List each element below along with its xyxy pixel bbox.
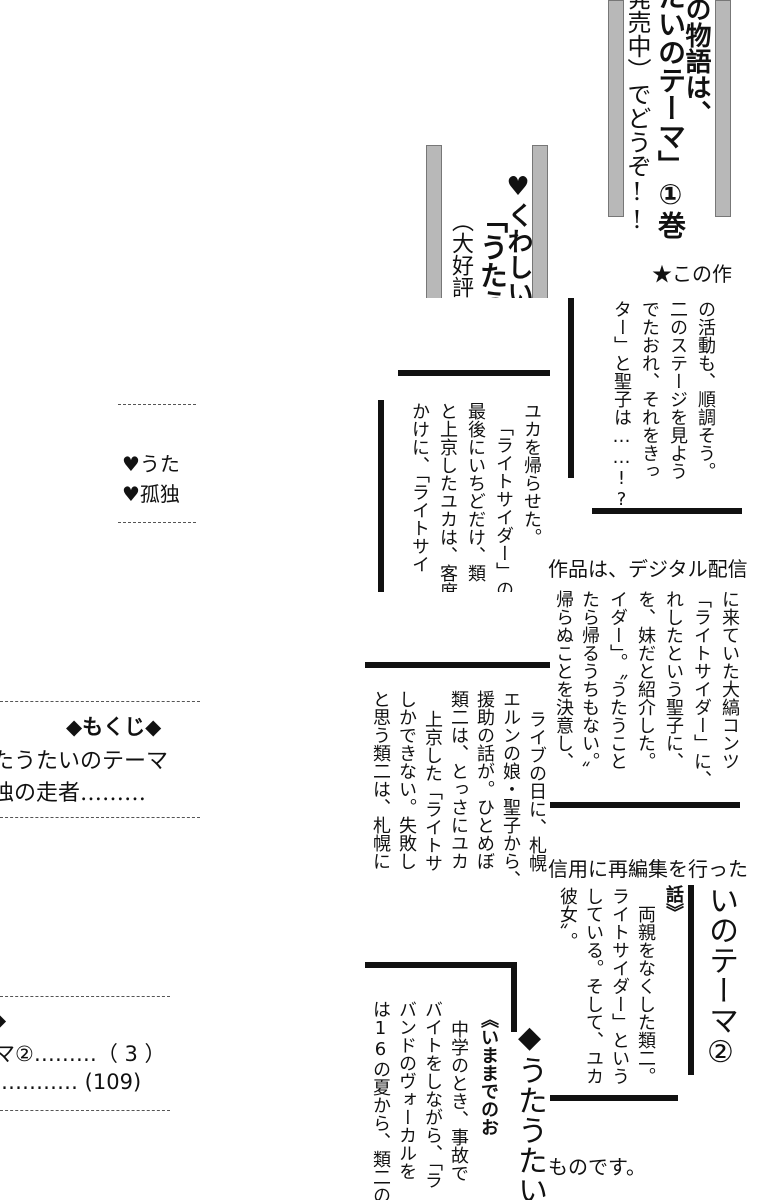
story-column: バンドのヴォーカルを	[396, 1000, 417, 1180]
contents-fragment-2: ◆もくじ◆ たうたいのテーマ 独の走者………	[0, 695, 200, 825]
digital-note-1: 作品は、デジタル配信	[548, 545, 748, 585]
panel-border	[378, 400, 384, 592]
release-note: （大好評発売中）でどうぞ!!	[623, 0, 651, 234]
panel-border	[398, 370, 550, 376]
story-column: ライトサイダー」という	[609, 887, 630, 1085]
manga-panel-f: ◆うたうたい 《いままでのお 中学のとき、事故で バイトをしながら、「ラ バンド…	[365, 950, 550, 1200]
manga-panel-c: に来ていた大縞コンツ 「ライトサイダー」に、 れしたという聖子に、 を、妹だと紹…	[548, 588, 740, 810]
manga-panel-b: ユカを帰らせた。 「ライトサイダー」の 最後にいちどだけ、類 と上京したユカは、…	[378, 370, 550, 592]
chapter-title: ◆うたうたい	[512, 1020, 547, 1200]
summary-tag: 《いままでのお	[478, 1010, 499, 1136]
star-note: ★この作	[652, 262, 732, 286]
manga-panel-e: いのテーマ② 話》 両親をなくした類二。 ライトサイダー」という している。そし…	[548, 885, 740, 1110]
grey-bar	[532, 145, 548, 298]
story-column: と思う類二は、札幌に	[370, 690, 391, 870]
story-column: でたおれ、それをきっ	[639, 300, 660, 480]
story-column: と上京したユカは、客席	[437, 402, 458, 592]
divider	[0, 996, 170, 997]
note-text: ものです。	[548, 1155, 646, 1179]
contents-fragment-3: ◆ マ②………（ 3 ） ………… (109)	[0, 990, 170, 1120]
manga-panel-a: の活動も、順調そう。 二のステージを見よう でたおれ、それをきっ ター」と聖子は…	[552, 298, 742, 518]
story-column: 両親をなくした類二。	[635, 905, 656, 1085]
panel-border	[592, 508, 742, 514]
manga-panel-d: ライブの日に、札幌 エルンの娘・聖子から、 援助の話が。ひとめぼ 類二は、とっさ…	[365, 660, 550, 888]
grey-bar	[426, 145, 442, 298]
story-column: れしたという聖子に、	[663, 590, 684, 770]
heart-paren: （大好評発売中）	[448, 210, 473, 298]
story-column: 「ライトサイダー」の	[493, 418, 514, 592]
divider	[0, 817, 200, 818]
story-column: 類二は、とっさにユカ	[448, 690, 469, 870]
divider	[0, 701, 200, 702]
contents-fragment-1: ♥うた ♥孤独	[118, 398, 196, 530]
contents-row: マ②………（ 3 ）	[0, 1042, 166, 1066]
contents-row: 独の走者………	[0, 781, 147, 806]
story-column: かけに、「ライトサイ	[409, 402, 430, 573]
story-column: 最後にいちどだけ、類	[465, 402, 486, 582]
contents-row: ………… (109)	[0, 1070, 142, 1094]
story-column: エルンの娘・聖子から、	[500, 690, 521, 888]
contents-item: ♥孤独	[122, 482, 180, 506]
story-column: は16の夏から、類二の	[370, 1000, 391, 1200]
top-strip: この物語は、 「うたうたいのテーマ」①巻 （大好評発売中）でどうぞ!! ♥くわし…	[420, 0, 740, 298]
story-column: に来ていた大縞コンツ	[719, 590, 740, 770]
note-text: 信用に再編集を行った	[548, 857, 748, 881]
story-column: 彼女〟。	[557, 887, 578, 950]
panel-border	[548, 1095, 678, 1101]
story-column: しかできない。失敗し	[396, 690, 417, 870]
panel-border	[511, 962, 517, 1032]
chapter-title: いのテーマ②	[703, 885, 738, 1070]
summary-tag: 話》	[663, 885, 684, 921]
story-column: たら帰るうちもない。〟	[579, 590, 600, 779]
story-column: 上京した「ライトサ	[422, 710, 443, 872]
story-column: 「ライトサイダー」に、	[691, 590, 712, 788]
heart-title: 「うたうたいのテーマ」	[472, 205, 512, 298]
story-column: 帰らぬことを決意し、	[553, 590, 574, 770]
story-column: している。そして、ユカ	[583, 887, 604, 1085]
grey-bar	[715, 0, 731, 217]
story-column: の活動も、順調そう。	[695, 300, 716, 480]
story-column: ター」と聖子は……!?	[611, 300, 632, 510]
story-column: を、妹だと紹介した。	[635, 590, 656, 770]
story-column: 援助の話が。ひとめぼ	[474, 690, 495, 870]
end-note: ものです。	[548, 1145, 748, 1185]
divider	[118, 404, 196, 405]
story-column: 二のステージを見よう	[667, 300, 688, 480]
contents-row: たうたいのテーマ	[0, 749, 169, 774]
contents-heading-tail: ◆	[0, 1008, 6, 1032]
panel-border	[688, 885, 694, 1075]
contents-heading: ◆もくじ◆	[66, 715, 162, 739]
story-column: ユカを帰らせた。	[521, 402, 542, 546]
grey-bar	[608, 0, 624, 217]
panel-border	[365, 962, 515, 968]
panel-border	[548, 802, 740, 808]
story-column: 中学のとき、事故で	[448, 1020, 469, 1182]
divider	[118, 522, 196, 523]
series-title: 「うたうたいのテーマ」①巻	[654, 0, 687, 239]
story-column: ライブの日に、札幌	[526, 710, 547, 872]
note-text: 作品は、デジタル配信	[548, 557, 748, 581]
heart-line: ♥くわしい物語は、	[503, 172, 533, 298]
contents-item: ♥うた	[122, 452, 180, 476]
panel-border	[568, 298, 574, 478]
story-column: バイトをしながら、「ラ	[422, 1000, 443, 1189]
story-column: イダー」。〝うたうこと	[607, 590, 628, 770]
panel-border	[365, 662, 550, 668]
divider	[0, 1110, 170, 1111]
series-line: この物語は、	[681, 0, 711, 126]
digital-note-2: 信用に再編集を行った	[548, 845, 748, 885]
